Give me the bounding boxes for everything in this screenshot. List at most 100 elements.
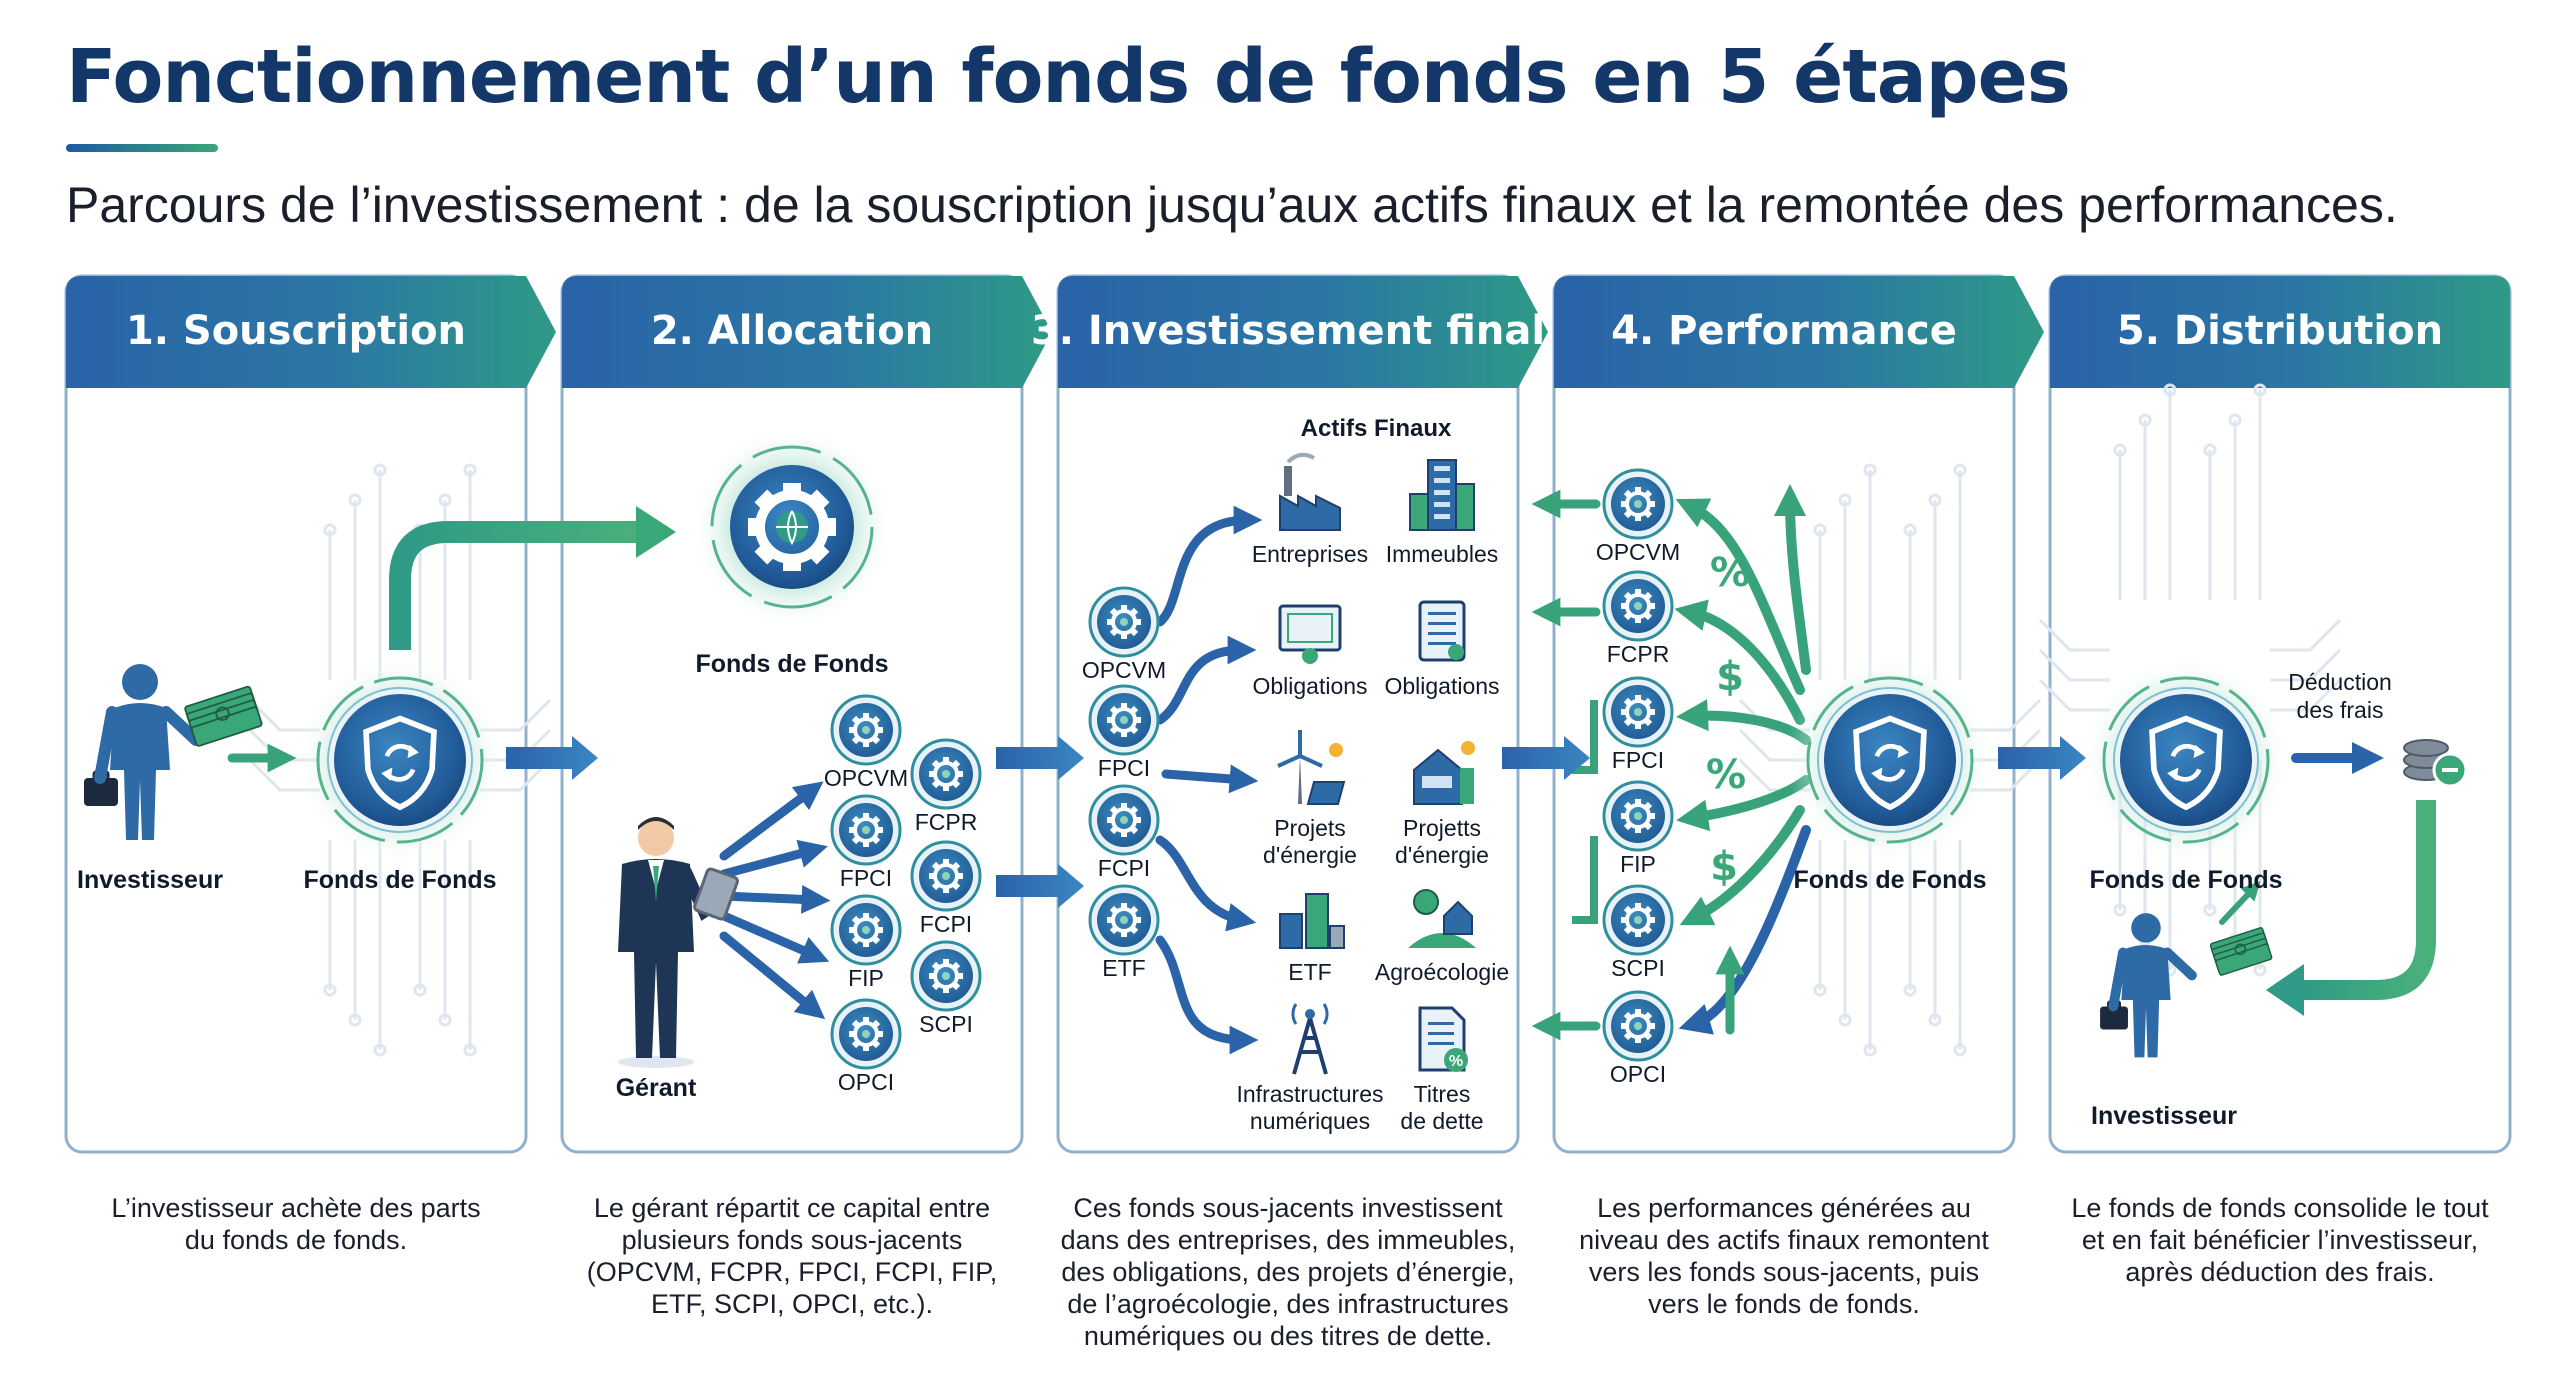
panel [1422, 776, 1452, 788]
scroll-line [1428, 642, 1456, 645]
percent-badge [1444, 1048, 1468, 1072]
description-line: L’investisseur achète des parts [111, 1193, 481, 1223]
asset-label: ETF [1288, 959, 1331, 985]
asset-label: Projetts [1403, 815, 1481, 841]
side [1409, 493, 1429, 531]
gear-tooth [1635, 695, 1641, 701]
person-head [2131, 913, 2161, 943]
doc-line [1428, 1022, 1454, 1025]
gear-ring [1111, 807, 1137, 833]
gear-globe-icon [690, 425, 894, 629]
circuit-node [1953, 463, 1967, 477]
manager-label: Gérant [616, 1074, 697, 1102]
description-line: de l’agroécologie, des infrastructures [1067, 1289, 1509, 1319]
distribution-return-arrow [2300, 800, 2436, 1000]
building-icon [1409, 459, 1475, 531]
gear-ring [933, 761, 959, 787]
fund-gear-icon [910, 738, 982, 810]
gear-hub [942, 770, 950, 778]
gear-tooth [1121, 703, 1127, 709]
circuit-node [1903, 983, 1917, 997]
badge-ring [710, 445, 874, 609]
title-underline [66, 144, 218, 152]
bar [1329, 925, 1345, 949]
circuit-line [2038, 648, 2110, 682]
page-subtitle: Parcours de l’investissement : de la sou… [66, 177, 2398, 233]
gear-hub [862, 1030, 870, 1038]
fund-name: FCPI [920, 911, 972, 937]
fund-gear-icon [830, 794, 902, 866]
circuit-line [2270, 678, 2342, 712]
performance-return-arrow [1675, 498, 1805, 695]
gear-hub [862, 826, 870, 834]
window [1434, 514, 1450, 519]
gear-hub [862, 726, 870, 734]
gear-hub [942, 872, 950, 880]
gear-tooth [1121, 831, 1127, 837]
refresh-head [407, 744, 419, 759]
gear-ring [1111, 907, 1137, 933]
fund-label: Fonds de Fonds [1793, 866, 1986, 894]
fund-gear-icon [1088, 884, 1160, 956]
fund-gear-icon [910, 840, 982, 912]
turbine-mast [1298, 756, 1302, 804]
gear-tooth [1635, 1009, 1641, 1015]
fund-gear-icon [1088, 684, 1160, 756]
description-line: numériques ou des titres de dette. [1083, 1321, 1493, 1351]
gear-tooth [943, 757, 949, 763]
scroll-icon [1418, 600, 1466, 662]
coins-minus-icon [2403, 739, 2468, 788]
gear-ring [933, 963, 959, 989]
seal [1448, 644, 1464, 660]
gear-ring [1625, 593, 1651, 619]
energy-house-icon [1413, 741, 1475, 805]
asset-label: Titres [1414, 1081, 1471, 1107]
panel-investissement-final: 3. Investissement final [1031, 274, 1548, 1154]
signal [1291, 1003, 1329, 1025]
wind-solar-icon [1277, 730, 1346, 805]
circuit-node [2253, 963, 2267, 977]
step-title: 1. Souscription [126, 308, 466, 354]
gear-tooth [1635, 903, 1641, 909]
fund-name: FCPR [915, 809, 978, 835]
description-line: niveau des actifs finaux remontent [1579, 1225, 1989, 1255]
gear-tooth [1121, 803, 1127, 809]
gear-ring [755, 490, 829, 564]
performance-return-arrow [1678, 825, 1811, 1035]
gear-tooth [863, 841, 869, 847]
fund-label: Fonds de Fonds [303, 866, 496, 894]
fund-name: OPCVM [1082, 657, 1166, 683]
tablet [693, 867, 739, 921]
side [1455, 483, 1475, 531]
gear-hub [1120, 816, 1128, 824]
circuit-line [2038, 618, 2110, 652]
money-stack-icon [2209, 927, 2273, 976]
fund-name: ETF [1102, 955, 1145, 981]
manager-hair [638, 817, 674, 830]
circuit-node [348, 493, 362, 507]
refresh-head [381, 767, 393, 781]
rising-allocation-arrow [389, 521, 640, 650]
fees-label: Déduction [2288, 669, 2392, 695]
refresh-head [1871, 767, 1883, 781]
manager-suit [618, 859, 694, 1058]
description-line: après déduction des frais. [2125, 1257, 2435, 1287]
fund-label: Fonds de Fonds [695, 650, 888, 678]
badge-disc [1824, 694, 1956, 826]
gear-tooth [1635, 931, 1641, 937]
fund-name: OPCI [838, 1069, 894, 1095]
gear-hub [1120, 916, 1128, 924]
transition-arrow [506, 736, 598, 780]
step-header [2050, 276, 2510, 388]
asset-label: Entreprises [1252, 541, 1368, 567]
gear-hub [1634, 500, 1642, 508]
doc-line [1428, 1032, 1454, 1035]
fund-name: OPCVM [824, 765, 908, 791]
badge-disc [334, 694, 466, 826]
briefcase [2100, 1006, 2128, 1030]
asset-label: Projets [1274, 815, 1346, 841]
coin [2403, 739, 2449, 757]
